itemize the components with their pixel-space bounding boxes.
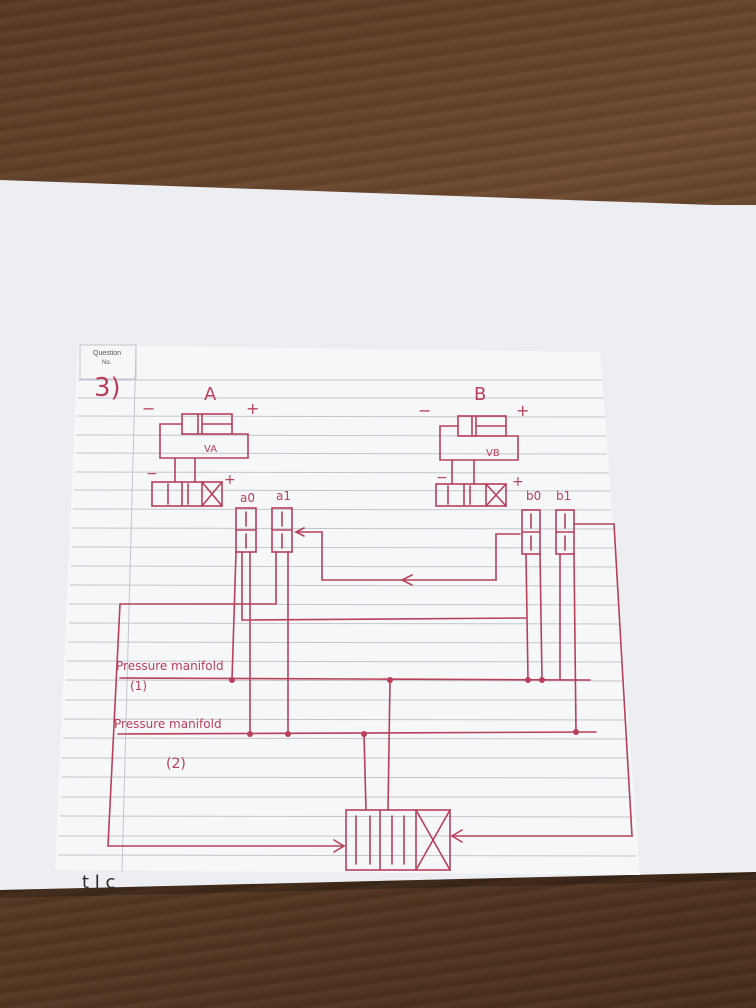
valve-vb [435, 483, 507, 507]
question-label: Question [93, 350, 121, 357]
label-a0: a0 [240, 491, 255, 505]
handwritten-labels: A B − + − + VA VB − + − + a0 a1 b0 b1 Pr… [114, 384, 571, 772]
cylinder-a [159, 413, 249, 483]
bottom-scrawl: t l c [82, 872, 115, 893]
loop-arrow [400, 574, 413, 586]
question-sub-label: No. [102, 360, 112, 366]
valve-va [151, 481, 223, 507]
label-cylinder-b: B [474, 384, 486, 405]
manifold-2-label: Pressure manifold [114, 717, 222, 731]
limit-valve-a0 [235, 507, 257, 553]
a1-arrow [294, 527, 305, 537]
cylinder-b [439, 415, 519, 485]
label-vb-minus: − [436, 470, 448, 486]
main-valve [345, 809, 451, 871]
manifold-2-number: (2) [166, 756, 186, 772]
label-valve-va: VA [204, 444, 217, 455]
label-vb-plus: + [512, 474, 524, 490]
question-box [79, 344, 137, 380]
junction-dots [229, 677, 579, 737]
limit-valve-a1 [271, 507, 293, 553]
label-va-minus: − [146, 466, 158, 482]
signal-loop-a1-b0 [295, 531, 521, 581]
label-valve-vb: VB [486, 448, 500, 459]
pneumatic-circuit-drawing [107, 413, 633, 871]
label-a-plus: + [246, 399, 259, 418]
board-shadow [0, 872, 756, 898]
limit-valve-b0 [521, 509, 541, 555]
label-b-minus: − [418, 401, 431, 420]
manifold-2-line [117, 731, 597, 735]
question-number: 3) [94, 373, 121, 403]
label-cylinder-a: A [204, 384, 217, 405]
manifold-1-label: Pressure manifold [116, 659, 224, 673]
label-b0: b0 [526, 489, 541, 503]
label-b-plus: + [516, 401, 529, 420]
notebook-sheet: Question No. 3) [55, 344, 640, 875]
label-a-minus: − [142, 399, 155, 418]
label-b1: b1 [556, 489, 571, 503]
label-va-plus: + [224, 472, 236, 488]
label-a1: a1 [276, 489, 291, 503]
limit-valve-b1 [555, 509, 575, 555]
manifold-1-number: (1) [130, 679, 147, 693]
margin-line [121, 347, 137, 873]
manifold-1-line [119, 677, 591, 681]
